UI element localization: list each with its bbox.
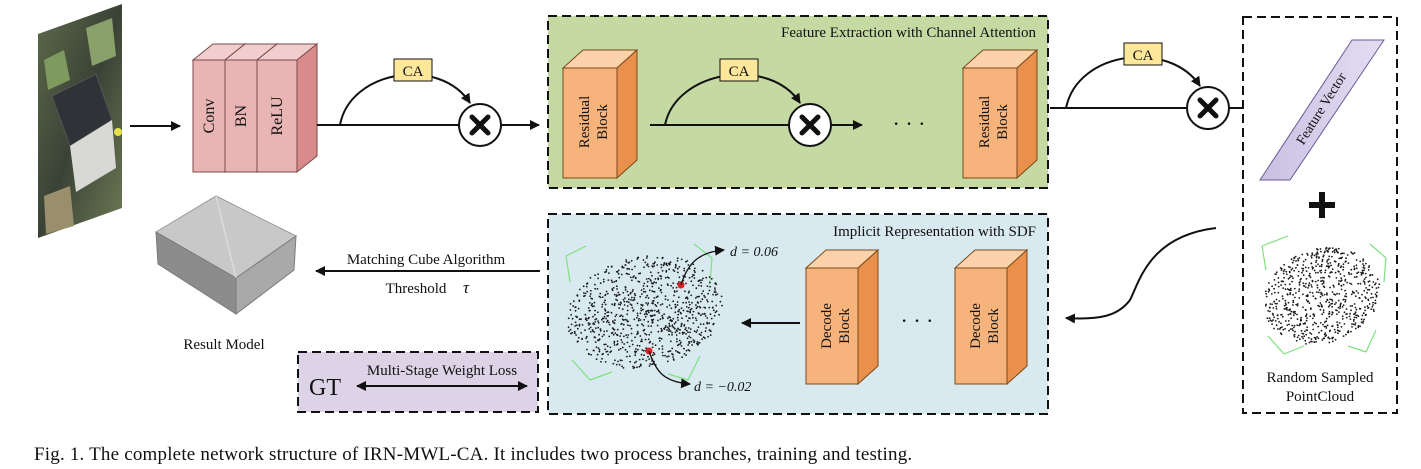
feature-vector-panel: Feature Vector Random Sampled PointCloud	[1242, 16, 1398, 414]
implicit-title: Implicit Representation with SDF	[833, 224, 1036, 240]
plus-icon	[1309, 192, 1335, 218]
feature-ellipsis: · · ·	[893, 111, 926, 136]
feature-extraction-title: Feature Extraction with Channel Attentio…	[781, 25, 1036, 41]
ca-branch-1: CA	[317, 58, 540, 147]
figure-caption: Fig. 1. The complete network structure o…	[34, 444, 913, 465]
d-bottom-label: d = −0.02	[694, 380, 751, 395]
ca-label-3: CA	[1133, 48, 1154, 64]
d-top-label: d = 0.06	[730, 245, 778, 260]
threshold-label: Threshold	[386, 281, 447, 297]
random-sampled-line2: PointCloud	[1286, 389, 1355, 405]
input-aerial-image	[38, 4, 122, 238]
matching-cube-step: Matching Cube Algorithm Threshold τ	[315, 252, 540, 297]
implicit-sdf-panel: Implicit Representation with SDF d = 0.0…	[547, 213, 1049, 415]
ca-arc-1	[339, 73, 471, 126]
relu-block: ReLU	[255, 42, 319, 174]
decode-ellipsis: · · ·	[901, 308, 934, 333]
threshold-symbol: τ	[463, 278, 470, 297]
matching-line1: Matching Cube Algorithm	[347, 252, 506, 268]
ca-label-1: CA	[403, 64, 424, 80]
ca-box-2	[719, 58, 759, 82]
random-pointcloud	[1261, 235, 1387, 355]
ca-box-3	[1123, 42, 1163, 66]
stem-block-group: Conv BN ReLU	[191, 42, 319, 174]
relu-label: ReLU	[269, 96, 286, 136]
arrow-to-decode	[1065, 227, 1217, 324]
ca-box-1	[393, 58, 433, 82]
sdf-pointcloud	[565, 243, 723, 381]
result-model: Result Model	[155, 195, 297, 353]
gt-label: GT	[309, 375, 341, 401]
random-sampled-line1: Random Sampled	[1266, 370, 1374, 386]
loss-label: Multi-Stage Weight Loss	[367, 363, 517, 379]
feature-extraction-panel: Feature Extraction with Channel Attentio…	[547, 15, 1049, 189]
ca-label-2: CA	[729, 64, 750, 80]
ca-branch-3: CA	[1050, 42, 1269, 130]
result-model-label: Result Model	[183, 337, 264, 353]
loss-panel: GT Multi-Stage Weight Loss	[297, 351, 539, 413]
conv-label: Conv	[201, 99, 218, 134]
bn-label: BN	[233, 104, 250, 127]
